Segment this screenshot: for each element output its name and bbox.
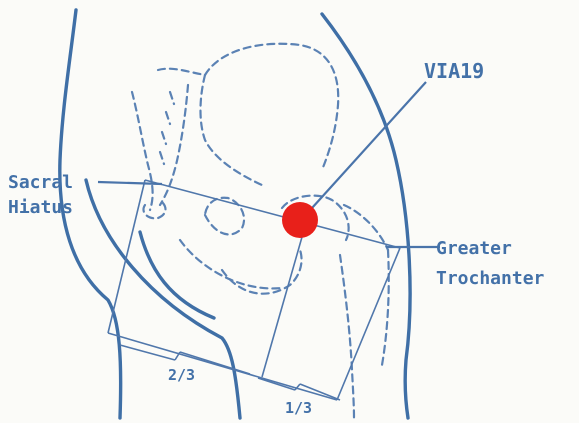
guide-divider-line (262, 223, 306, 377)
front-thigh-outline (322, 14, 410, 418)
guide-right-line (337, 248, 400, 400)
sacral-hiatus-label-line1: Sacral (8, 172, 73, 194)
femur-shaft-left (340, 255, 354, 418)
femur-shaft-right (382, 250, 389, 365)
sacrum-upper (158, 69, 205, 75)
guide-bottom-line (108, 333, 337, 400)
one-third-label: 1/3 (285, 397, 312, 419)
buttock-crease (140, 232, 214, 318)
sacral-foramina (160, 92, 174, 164)
guide-left-line (108, 180, 145, 333)
point-label: VIA19 (424, 60, 484, 82)
ilium-inner (200, 75, 262, 185)
ischium (205, 198, 244, 235)
guide-top-line (145, 180, 400, 248)
greater-trochanter-label-line1: Greater (436, 238, 512, 260)
via19-leader (312, 82, 426, 208)
two-thirds-label: 2/3 (168, 364, 195, 386)
greater-trochanter-label-line2: Trochanter (436, 268, 544, 290)
sacral-hiatus-label-line2: Hiatus (8, 197, 73, 219)
iliac-crest (205, 44, 338, 170)
coccyx (143, 202, 165, 218)
acupoint-marker (282, 202, 318, 238)
